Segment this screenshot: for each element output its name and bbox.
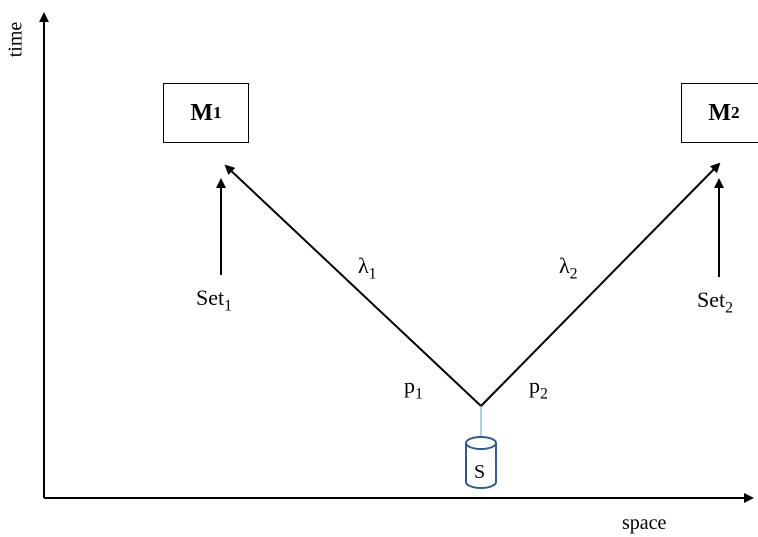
path-to-m1 [224, 164, 482, 407]
source-cylinder-icon [465, 436, 497, 489]
time-axis-label: time [4, 21, 27, 58]
source-label: S [474, 461, 486, 483]
particle-label-2: p2 [529, 373, 548, 403]
m1-label: M [190, 99, 213, 126]
path-to-m2 [480, 162, 721, 407]
m2-label: M [708, 99, 731, 126]
setting-label-1: Set1 [196, 285, 233, 315]
setting-label-2: Set2 [697, 287, 734, 317]
space-axis-label: space [622, 512, 667, 534]
wavelength-label-1: λ1 [358, 253, 377, 283]
particle-label-1: p1 [404, 373, 423, 403]
wavelength-label-2: λ2 [559, 253, 578, 283]
